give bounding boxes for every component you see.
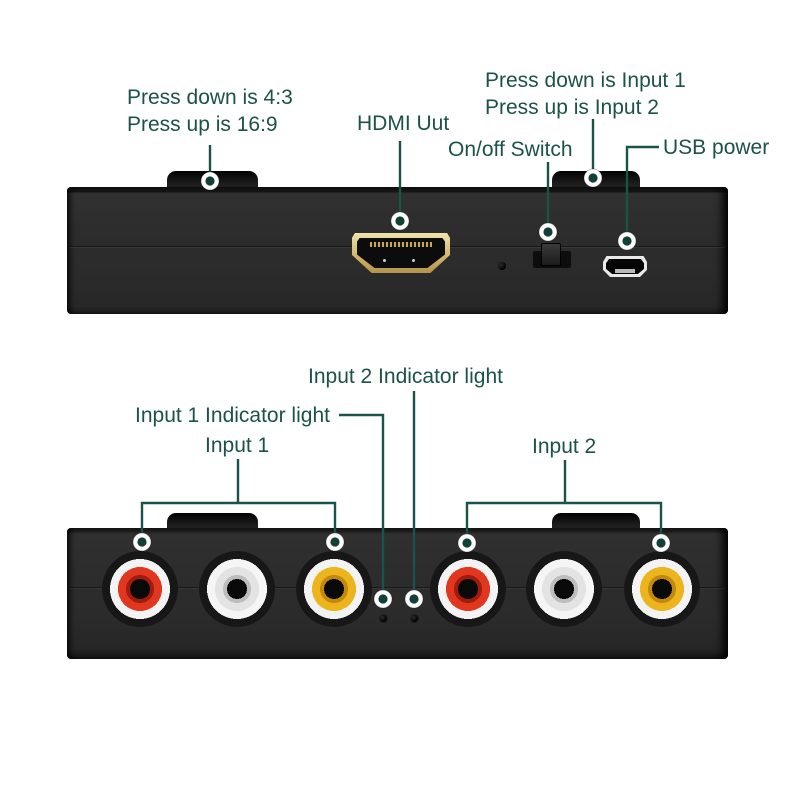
- usb-power-label: USB power: [663, 136, 770, 159]
- usb-port: [603, 256, 647, 277]
- input1-group-label: Input 1: [205, 434, 270, 457]
- hdmi-screw-dot: [412, 259, 415, 262]
- hdmi-screw-dot: [383, 259, 386, 262]
- panel-seam-bottom: [70, 587, 725, 588]
- rubber-foot-left: [167, 513, 258, 529]
- input2-indicator-label: Input 2 Indicator light: [308, 365, 503, 388]
- rca-jack-yellow-input1: [296, 551, 372, 627]
- rca-jack-red-input2: [430, 551, 506, 627]
- aspect-ratio-button: [167, 171, 258, 188]
- rca-jack-yellow-input2: [624, 551, 700, 627]
- input-select-label-line1: Press down is Input 1: [485, 69, 686, 92]
- hdmi-pins: [370, 242, 432, 247]
- power-switch-knob: [541, 243, 561, 266]
- hdmi-label: HDMI Uut: [357, 112, 450, 135]
- input2-indicator-led: [411, 615, 418, 622]
- rubber-foot-right: [552, 513, 640, 529]
- usb-tongue: [615, 269, 635, 273]
- aspect-ratio-label-line1: Press down is 4:3: [127, 86, 293, 109]
- input-select-label: Press down is Input 1 Press up is Input …: [485, 67, 686, 121]
- rca-jack-white-input2: [526, 551, 602, 627]
- pinhole: [498, 262, 506, 270]
- hdmi-port: [352, 233, 450, 273]
- rca-jack-white-input1: [199, 551, 275, 627]
- input2-group-label: Input 2: [532, 435, 597, 458]
- rca-jack-red-input1: [102, 551, 178, 627]
- input-select-button: [552, 171, 640, 188]
- input1-indicator-led: [380, 615, 387, 622]
- aspect-ratio-label-line2: Press up is 16:9: [127, 113, 278, 136]
- aspect-ratio-label: Press down is 4:3 Press up is 16:9: [127, 84, 293, 138]
- input-select-label-line2: Press up is Input 2: [485, 96, 659, 119]
- input1-indicator-label: Input 1 Indicator light: [135, 404, 330, 427]
- onoff-switch-label: On/off Switch: [448, 138, 573, 161]
